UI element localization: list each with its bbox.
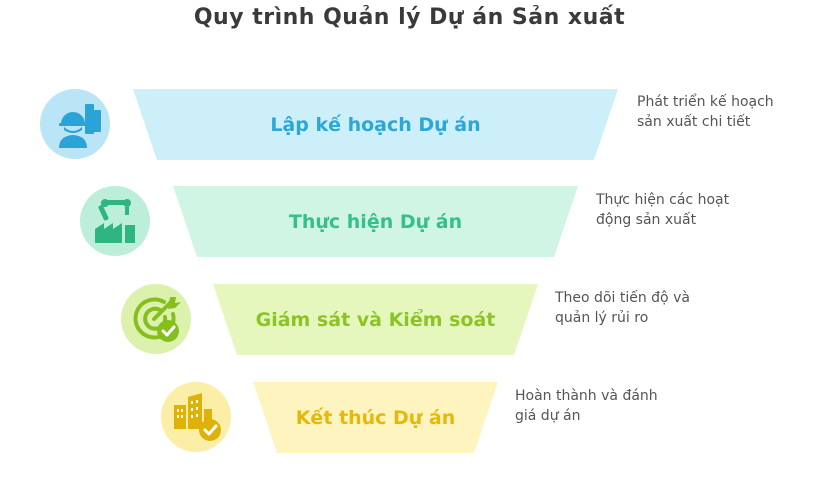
engineer-planning-icon bbox=[39, 88, 111, 160]
funnel-stage-shape bbox=[133, 89, 618, 160]
funnel-stage-shape bbox=[253, 382, 498, 453]
funnel-stage-label: Giám sát và Kiểm soát bbox=[255, 308, 496, 331]
funnel-stage-planning: Lập kế hoạch Dự án bbox=[133, 89, 618, 160]
funnel-stage-shape bbox=[173, 186, 578, 257]
funnel-stage-label: Kết thúc Dự án bbox=[295, 406, 456, 429]
stage-description: Hoàn thành và đánh giá dự án bbox=[515, 388, 658, 424]
buildings-check-icon bbox=[160, 381, 232, 453]
factory-robot-icon bbox=[79, 185, 151, 257]
funnel-stage-label: Thực hiện Dự án bbox=[288, 210, 463, 233]
funnel-stage-label: Lập kế hoạch Dự án bbox=[270, 113, 481, 136]
stage-description: Theo dõi tiến độ và quản lý rủi ro bbox=[555, 290, 690, 326]
diagram-title: Quy trình Quản lý Dự án Sản xuất bbox=[193, 5, 626, 30]
funnel-stage-shape bbox=[213, 284, 538, 355]
funnel-stage-monitoring: Giám sát và Kiểm soát bbox=[213, 284, 538, 355]
target-check-icon bbox=[120, 283, 192, 355]
funnel-stage-closing: Kết thúc Dự án bbox=[253, 382, 498, 453]
funnel-stage-execution: Thực hiện Dự án bbox=[173, 186, 578, 257]
stage-description: Phát triển kế hoạch sản xuất chi tiết bbox=[637, 94, 774, 130]
stage-description: Thực hiện các hoạt động sản xuất bbox=[596, 192, 730, 228]
